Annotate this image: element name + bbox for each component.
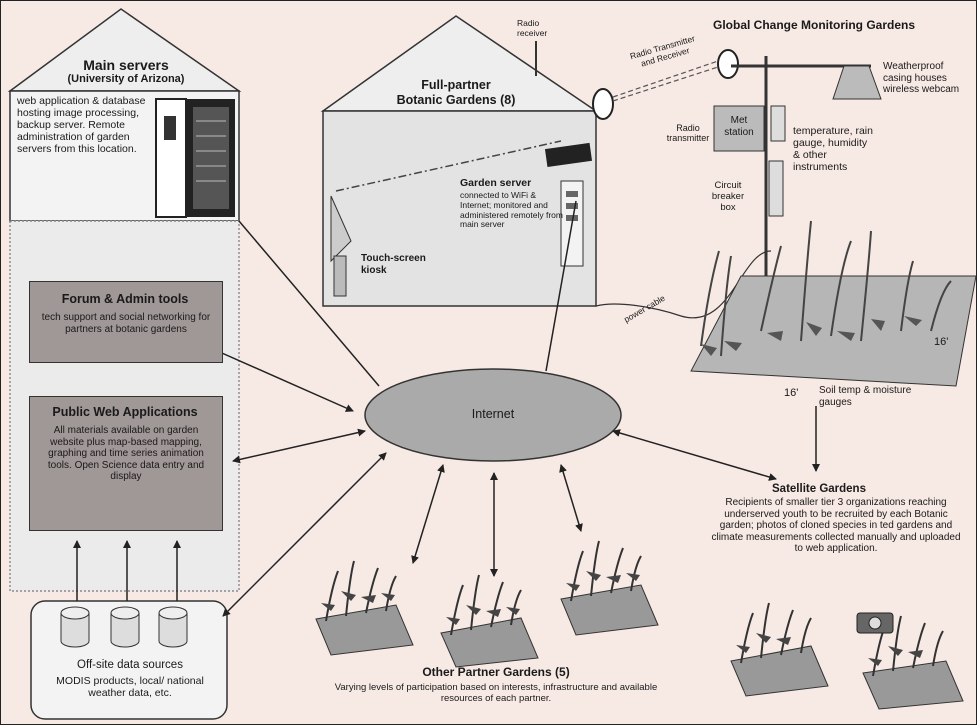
internet-cloud xyxy=(364,368,622,462)
full-partner-subtitle: Botanic Gardens (8) xyxy=(396,93,516,107)
kiosk-icon xyxy=(330,195,352,297)
other-partners-description: Varying levels of participation based on… xyxy=(334,682,658,704)
forum-admin-box: Forum & Admin tools tech support and soc… xyxy=(29,281,223,363)
radio-transmitter-label: Radio transmitter xyxy=(666,123,710,144)
main-servers-title: Main servers xyxy=(83,57,169,73)
satellite-title: Satellite Gardens xyxy=(772,483,866,495)
satellite-garden-plot xyxy=(730,602,829,697)
circuit-breaker-label: Circuit breaker box xyxy=(711,180,745,213)
internet-label: Internet xyxy=(471,407,515,421)
satellite-garden-plot xyxy=(862,615,964,710)
plot-depth-label: 16' xyxy=(784,387,799,399)
partner-garden-plot xyxy=(440,574,539,668)
public-web-title: Public Web Applications xyxy=(52,405,198,419)
server-rack-icon xyxy=(155,98,235,218)
met-station-icon xyxy=(713,56,882,291)
main-servers-subtitle: (University of Arizona) xyxy=(67,73,185,85)
partner-garden-plot xyxy=(315,560,414,656)
met-station-label: Met station xyxy=(724,115,754,138)
satellite-description: Recipients of smaller tier 3 organizatio… xyxy=(711,497,961,554)
kiosk-label: Touch-screen kiosk xyxy=(361,253,426,276)
dish-icon xyxy=(592,49,739,120)
data-sources-title: Off-site data sources xyxy=(77,659,183,671)
other-partners-title: Other Partner Gardens (5) xyxy=(422,665,570,679)
public-web-description: All materials available on garden websit… xyxy=(47,425,205,482)
soil-gauges-label: Soil temp & moisture gauges xyxy=(819,385,912,408)
public-web-box: Public Web Applications All materials av… xyxy=(29,396,223,531)
partner-garden-plot xyxy=(560,540,659,636)
garden-server-title: Garden server xyxy=(460,177,532,189)
radio-receiver-label: Radio receiver xyxy=(517,18,548,38)
monitoring-title: Global Change Monitoring Gardens xyxy=(713,18,916,32)
full-partner-title: Full-partner xyxy=(421,78,491,92)
monitoring-garden-plot xyxy=(690,220,976,387)
garden-server-description: connected to WiFi & Internet; monitored … xyxy=(460,190,563,230)
data-sources-description: MODIS products, local/ national weather … xyxy=(56,675,204,700)
instruments-label: temperature, rain gauge, humidity & othe… xyxy=(793,125,873,174)
database-icon xyxy=(60,606,188,648)
main-servers-description: web application & database hosting image… xyxy=(17,95,146,156)
router-icon xyxy=(544,142,593,267)
camera-icon xyxy=(856,612,894,634)
webcam-housing-label: Weatherproof casing houses wireless webc… xyxy=(883,61,960,95)
plot-width-label: 16' xyxy=(934,336,949,348)
forum-admin-description: tech support and social networking for p… xyxy=(41,312,211,335)
forum-admin-title: Forum & Admin tools xyxy=(61,292,189,306)
